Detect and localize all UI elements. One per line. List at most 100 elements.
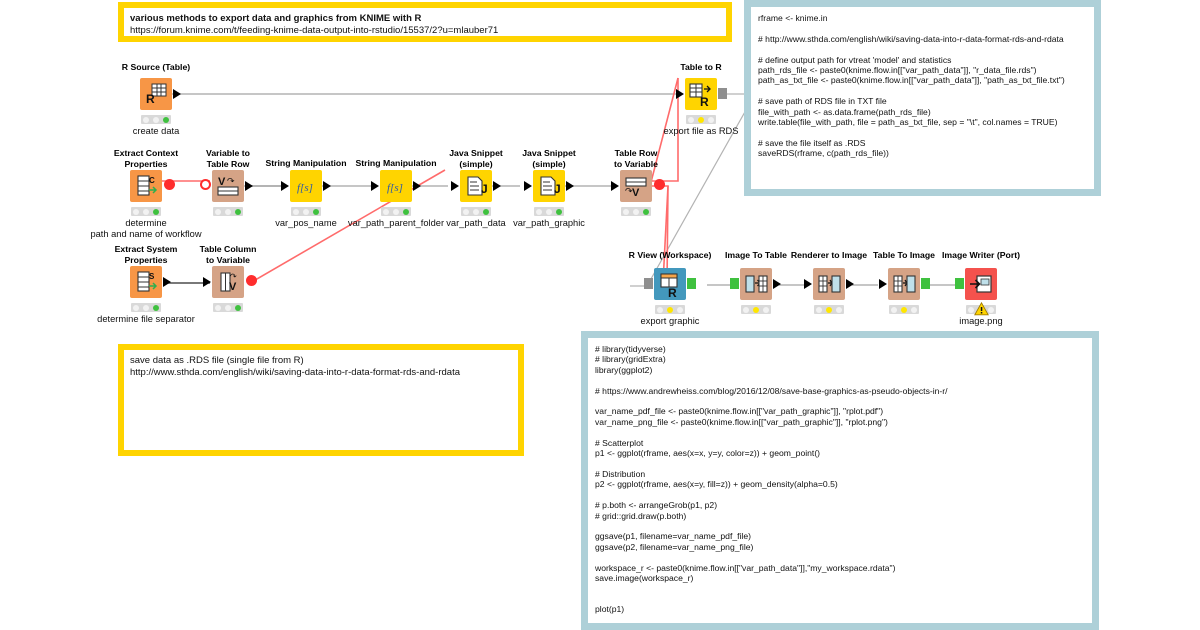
input-port[interactable] <box>611 181 619 191</box>
status-idle <box>133 208 139 215</box>
code-panel-r-view-text: # library(tidyverse) # library(gridExtra… <box>595 344 948 615</box>
node-sublabel: image.png <box>959 316 1003 326</box>
node-status-lights <box>213 207 243 216</box>
code-panel-table-to-r[interactable]: rframe <- knime.in # http://www.sthda.co… <box>744 0 1101 196</box>
status-idle <box>763 306 769 313</box>
flow-variable-output-port[interactable] <box>246 275 257 286</box>
input-port[interactable] <box>676 89 684 99</box>
node-sublabel: create data <box>132 126 180 136</box>
node-title: Variable to Table Row <box>206 148 250 169</box>
node-status-lights <box>141 115 171 124</box>
node-status-lights <box>655 305 685 314</box>
status-yellow <box>698 116 704 123</box>
output-port[interactable] <box>773 279 781 289</box>
status-idle <box>911 306 917 313</box>
status-yellow <box>667 306 673 313</box>
status-idle <box>143 208 149 215</box>
output-port[interactable] <box>493 181 501 191</box>
node-status-lights <box>686 115 716 124</box>
output-port[interactable] <box>323 181 331 191</box>
input-port[interactable] <box>524 181 532 191</box>
status-yellow <box>826 306 832 313</box>
image-input-port[interactable] <box>955 278 964 289</box>
image-to-table-icon <box>740 268 772 300</box>
annotation-bottom-url: http://www.sthda.com/english/wiki/saving… <box>130 367 460 378</box>
node-title: Extract System Properties <box>114 244 178 265</box>
status-idle <box>546 208 552 215</box>
node-status-lights <box>814 305 844 314</box>
node-title: Image Writer (Port) <box>941 250 1021 260</box>
status-idle <box>536 208 542 215</box>
svg-text:↷: ↷ <box>230 272 237 281</box>
input-port[interactable] <box>804 279 812 289</box>
status-idle <box>623 208 629 215</box>
warning-triangle-icon[interactable] <box>974 301 989 316</box>
node-sublabel: determine path and name of workflow <box>90 218 202 239</box>
status-green <box>643 208 649 215</box>
svg-text:J: J <box>554 182 561 196</box>
output-port[interactable] <box>173 89 181 99</box>
status-yellow <box>901 306 907 313</box>
output-port[interactable] <box>413 181 421 191</box>
svg-text:J: J <box>481 182 488 196</box>
status-green <box>163 116 169 123</box>
annotation-top[interactable]: various methods to export data and graph… <box>118 2 732 42</box>
status-idle <box>473 208 479 215</box>
status-idle <box>143 304 149 311</box>
renderer-to-image-icon <box>813 268 845 300</box>
input-port[interactable] <box>281 181 289 191</box>
status-idle <box>891 306 897 313</box>
node-status-lights <box>741 305 771 314</box>
output-port[interactable] <box>566 181 574 191</box>
input-port[interactable] <box>879 279 887 289</box>
status-idle <box>743 306 749 313</box>
table-to-image-icon <box>888 268 920 300</box>
image-output-port[interactable] <box>687 278 696 289</box>
node-status-lights <box>381 207 411 216</box>
status-idle <box>393 208 399 215</box>
svg-text:↷: ↷ <box>625 186 633 196</box>
annotation-bottom-title: save data as .RDS file (single file from… <box>130 355 304 366</box>
status-idle <box>816 306 822 313</box>
svg-text:V: V <box>229 281 237 293</box>
input-port[interactable] <box>644 278 653 289</box>
node-status-lights <box>131 303 161 312</box>
node-title: String Manipulation <box>265 158 347 168</box>
flow-variable-output-port[interactable] <box>654 179 665 190</box>
output-port[interactable] <box>163 277 171 287</box>
output-port[interactable] <box>718 88 727 99</box>
r-view-icon: R <box>654 268 686 300</box>
string-manipulation-icon: f[s] <box>290 170 322 202</box>
node-status-lights <box>534 207 564 216</box>
code-panel-r-view[interactable]: # library(tidyverse) # library(gridExtra… <box>581 331 1099 630</box>
node-status-lights <box>461 207 491 216</box>
input-port[interactable] <box>371 181 379 191</box>
status-idle <box>677 306 683 313</box>
string-manipulation-icon: f[s] <box>380 170 412 202</box>
status-green <box>235 304 241 311</box>
status-yellow <box>753 306 759 313</box>
status-idle <box>215 208 221 215</box>
node-title: R View (Workspace) <box>628 250 712 260</box>
node-title: String Manipulation <box>355 158 437 168</box>
input-port[interactable] <box>451 181 459 191</box>
svg-text:R: R <box>146 92 155 106</box>
flow-variable-input-port[interactable] <box>200 179 211 190</box>
input-port[interactable] <box>203 277 211 287</box>
node-sublabel: var_pos_name <box>275 218 337 228</box>
output-port[interactable] <box>846 279 854 289</box>
svg-text:V: V <box>218 176 226 188</box>
status-idle <box>633 208 639 215</box>
status-idle <box>133 304 139 311</box>
node-status-lights <box>291 207 321 216</box>
annotation-bottom[interactable]: save data as .RDS file (single file from… <box>118 344 524 456</box>
flow-variable-output-port[interactable] <box>164 179 175 190</box>
image-output-port[interactable] <box>921 278 930 289</box>
image-input-port[interactable] <box>730 278 739 289</box>
node-sublabel: var_path_graphic <box>513 218 585 228</box>
node-status-lights <box>621 207 651 216</box>
output-port[interactable] <box>245 181 253 191</box>
node-title: Renderer to Image <box>790 250 868 260</box>
status-idle <box>708 116 714 123</box>
